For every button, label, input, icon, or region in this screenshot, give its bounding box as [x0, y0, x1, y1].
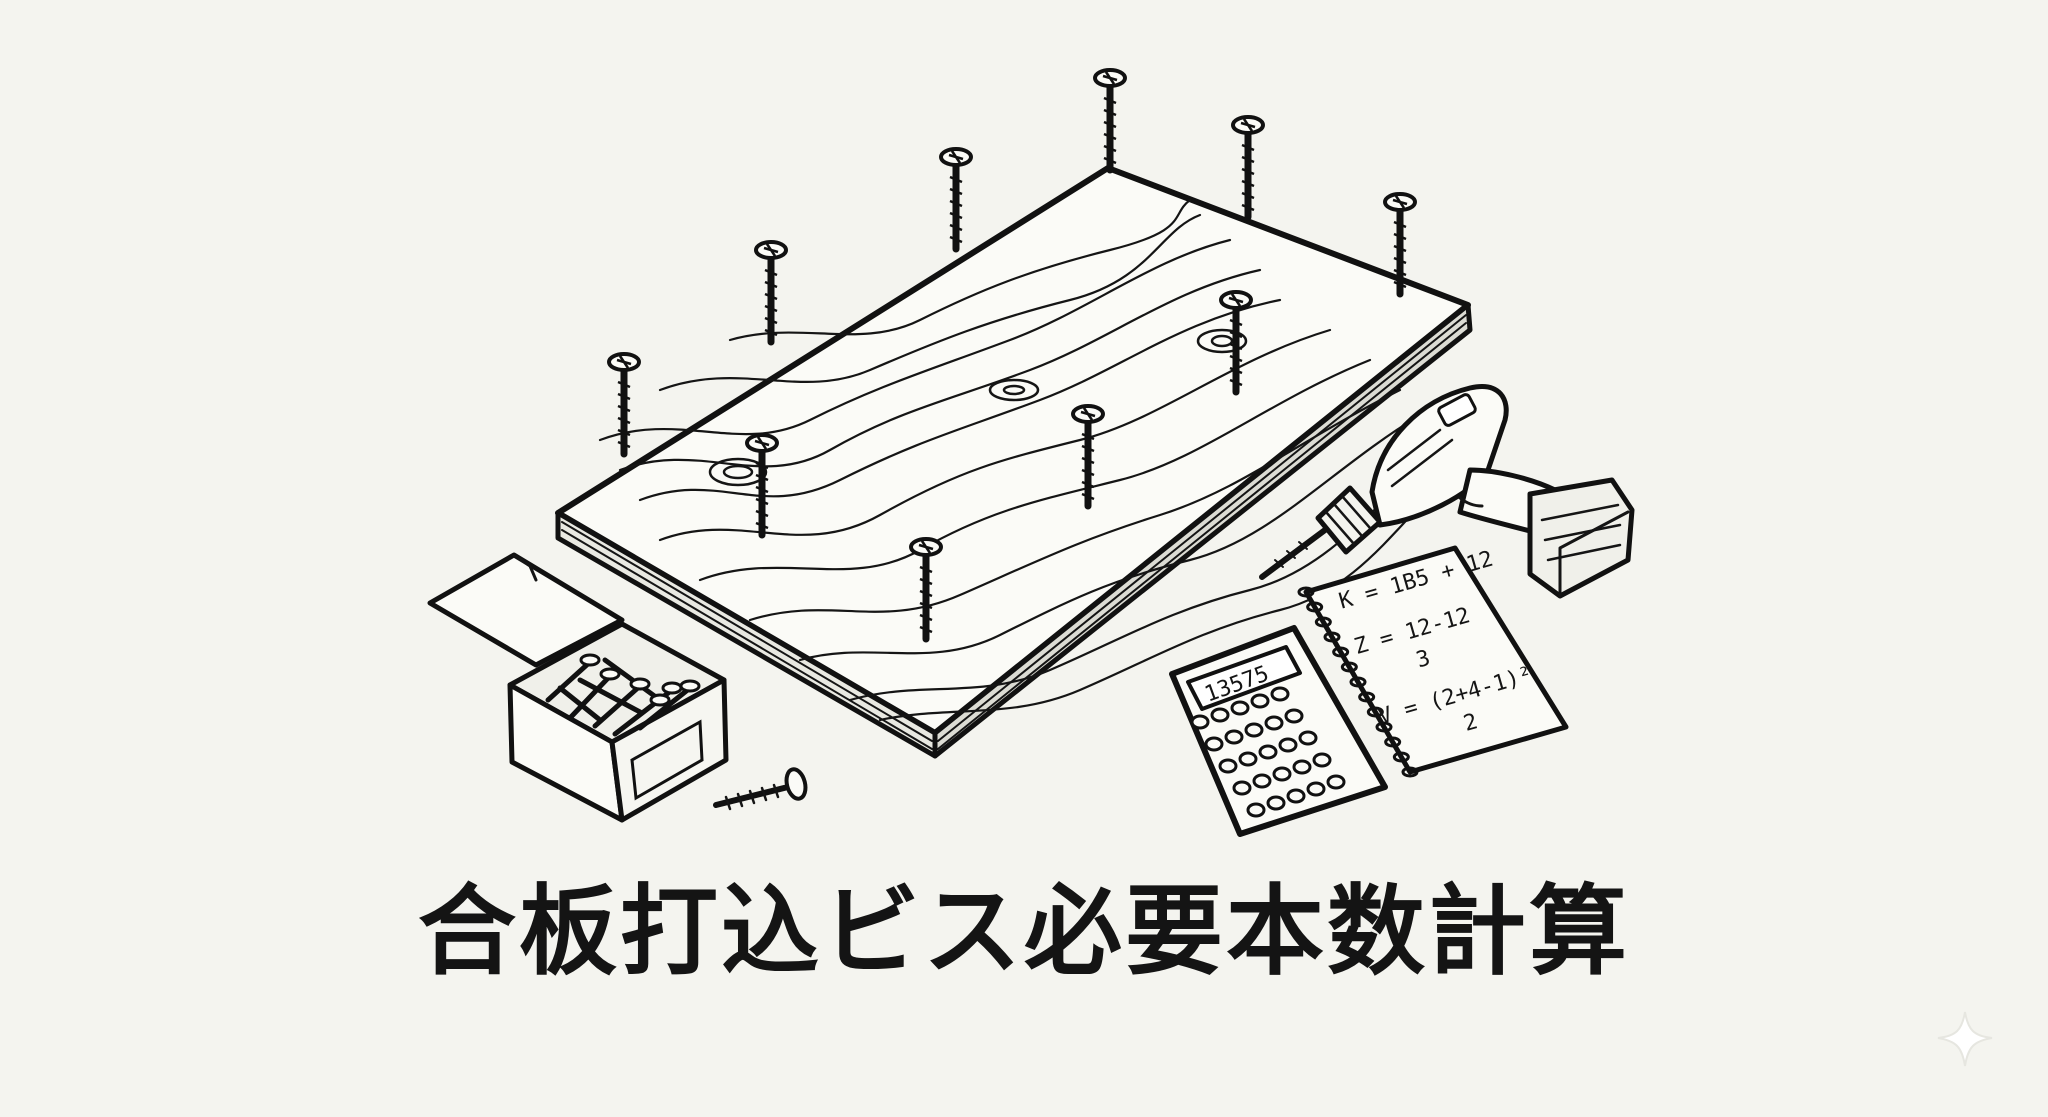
screw-icon — [754, 240, 788, 346]
screw-icon — [1383, 192, 1417, 298]
screw-icon — [713, 767, 808, 811]
sparkle-icon — [1937, 1011, 1993, 1067]
board-screws — [607, 68, 1417, 643]
note-line-5: 2 — [1461, 709, 1481, 737]
page-title: 合板打込ビス必要本数計算 — [417, 875, 1630, 989]
screw-icon — [1231, 115, 1265, 221]
calculator-icon: 13575 — [1169, 625, 1388, 837]
note-line-3: 3 — [1414, 646, 1434, 674]
screw-icon — [1093, 68, 1127, 174]
screw-icon — [939, 147, 973, 253]
screw-icon — [909, 537, 943, 643]
screw-icon — [1219, 290, 1253, 396]
screw-icon — [1071, 404, 1105, 510]
screw-icon — [607, 352, 641, 458]
cordless-drill-icon — [1259, 384, 1635, 599]
screw-icon — [745, 433, 779, 539]
screw-box-icon — [427, 552, 729, 823]
